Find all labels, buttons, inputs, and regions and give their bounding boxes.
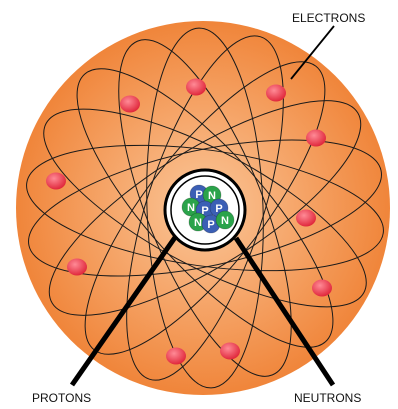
- electrons-label: ELECTRONS: [292, 11, 365, 25]
- electron: [312, 279, 332, 297]
- proton-letter: P: [215, 203, 222, 215]
- electron-orbit: [48, 100, 362, 316]
- neutron-letter: N: [221, 215, 229, 227]
- neutrons-label: NEUTRONS: [294, 391, 361, 405]
- electron: [186, 78, 206, 96]
- neutron-letter: N: [187, 202, 195, 214]
- electron: [67, 258, 87, 276]
- electron: [306, 129, 326, 147]
- neutron-letter: N: [208, 190, 216, 202]
- electron-orbit: [43, 108, 367, 308]
- proton-letter: P: [207, 219, 214, 231]
- electron-orbit: [126, 35, 284, 381]
- electron-orbit: [146, 27, 264, 389]
- electron: [220, 342, 240, 360]
- electron: [120, 95, 140, 113]
- neutron: N: [215, 210, 235, 230]
- proton: P: [201, 214, 221, 234]
- protons-label: PROTONS: [32, 391, 91, 405]
- electron: [296, 209, 316, 227]
- electron-orbit: [26, 144, 384, 272]
- electrons-leader-line: [290, 25, 335, 80]
- proton-letter: P: [201, 205, 208, 217]
- electron: [166, 347, 186, 365]
- electron: [266, 84, 286, 102]
- electron-orbit: [118, 39, 292, 377]
- electrons-group: [46, 78, 332, 365]
- electron-orbit: [76, 68, 334, 348]
- neutrons-leader-line: [233, 236, 336, 387]
- electron-orbit: [28, 139, 382, 277]
- electron: [46, 172, 66, 190]
- proton-letter: P: [195, 189, 202, 201]
- protons-leader-line: [69, 234, 179, 387]
- neutron-letter: N: [194, 217, 202, 229]
